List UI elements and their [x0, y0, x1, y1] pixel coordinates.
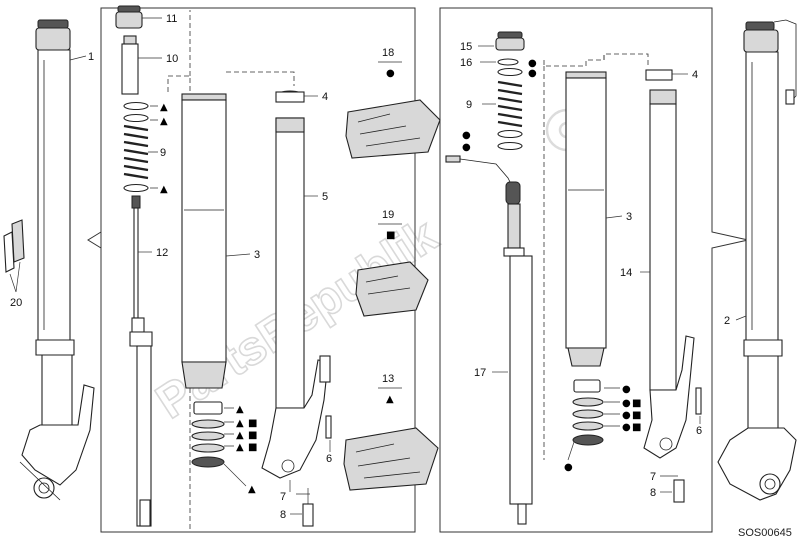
callout-20: 20: [10, 297, 22, 309]
fork-foot-left: [261, 355, 331, 479]
top-cap-15: [495, 31, 525, 51]
svg-text:▲: ▲: [248, 484, 256, 495]
spring-9-right: [497, 80, 523, 128]
callout-3-left: 3: [254, 249, 260, 261]
left-frame-notch: [87, 231, 102, 249]
callout-18: 18: [382, 47, 394, 59]
svg-text:■: ■: [632, 398, 641, 409]
svg-text:●: ●: [564, 462, 573, 473]
callout-3-right: 3: [626, 211, 632, 223]
kit-13: 13 ▲: [343, 373, 439, 491]
callout-10: 10: [166, 53, 178, 65]
washer: [123, 101, 149, 111]
svg-text:▲: ▲: [160, 116, 168, 127]
fork-assembly-1: [19, 19, 95, 501]
callout-11: 11: [166, 13, 177, 25]
callout-19: 19: [382, 209, 394, 221]
seal-stack-left: [191, 401, 225, 468]
outer-tube-14: [649, 89, 677, 391]
washer: [497, 58, 519, 66]
bolt-6-left: [325, 415, 332, 439]
svg-text:■: ■: [248, 442, 257, 453]
bushing-4-right: [645, 69, 673, 81]
bolt-8-left: [302, 503, 314, 527]
diagram-code: SOS00645: [738, 527, 792, 539]
bolt-8-right: [673, 479, 685, 503]
callout-12: 12: [156, 247, 168, 259]
washer: [123, 113, 149, 123]
bolt-6-right: [695, 387, 702, 415]
svg-text:■: ■: [632, 422, 641, 433]
callout-8-left: 8: [280, 509, 286, 521]
washer: [497, 67, 523, 77]
kit-19: 19 ■: [355, 209, 429, 317]
callout-9-right: 9: [466, 99, 472, 111]
svg-text:●: ●: [622, 384, 631, 395]
callout-6-left: 6: [326, 453, 332, 465]
callout-2: 2: [724, 315, 730, 327]
svg-text:■: ■: [632, 410, 641, 421]
callout-14: 14: [620, 267, 632, 279]
washer: [123, 183, 149, 193]
left-frame: [100, 7, 416, 533]
callout-13: 13: [382, 373, 394, 385]
inner-tube-3-left: [181, 93, 227, 389]
callout-7-left: 7: [280, 491, 286, 503]
callout-8-right: 8: [650, 487, 656, 499]
callout-7-right: 7: [650, 471, 656, 483]
svg-text:▲: ▲: [236, 404, 244, 415]
callout-15: 15: [460, 41, 472, 53]
svg-text:●: ●: [528, 68, 537, 79]
cartridge-12: [129, 195, 153, 527]
svg-text:▲: ▲: [160, 102, 168, 113]
callout-17: 17: [474, 367, 486, 379]
spring-9-left: [123, 124, 149, 180]
top-cap-11: [115, 5, 143, 29]
cartridge-17: [445, 155, 533, 525]
callout-5: 5: [322, 191, 328, 203]
svg-text:●: ●: [528, 58, 537, 69]
svg-text:▲: ▲: [160, 184, 168, 195]
callout-4-right: 4: [692, 69, 698, 81]
callout-4-left: 4: [322, 91, 328, 103]
svg-text:●: ●: [386, 68, 395, 79]
inner-tube-3-right: [565, 71, 607, 367]
svg-text:●: ●: [462, 142, 471, 153]
washer: [497, 141, 523, 151]
svg-text:●: ●: [622, 398, 631, 409]
svg-text:■: ■: [248, 418, 257, 429]
kit-18: 18 ●: [345, 47, 441, 159]
svg-text:■: ■: [386, 230, 395, 241]
callout-9-left: 9: [160, 147, 166, 159]
svg-text:●: ●: [622, 410, 631, 421]
seal-stack-right: [572, 379, 604, 446]
svg-text:■: ■: [248, 430, 257, 441]
svg-text:▲: ▲: [386, 394, 394, 405]
fork-assembly-2: [717, 19, 797, 501]
right-frame: [439, 7, 749, 533]
preload-tube-10: [121, 35, 139, 95]
pads-20: [3, 219, 25, 273]
fork-foot-right: [643, 335, 695, 459]
svg-text:▲: ▲: [236, 418, 244, 429]
svg-text:▲: ▲: [236, 430, 244, 441]
callout-16: 16: [460, 57, 472, 69]
washer: [497, 129, 523, 139]
svg-text:●: ●: [462, 130, 471, 141]
svg-text:●: ●: [622, 422, 631, 433]
callout-6-right: 6: [696, 425, 702, 437]
callout-1: 1: [88, 51, 94, 63]
svg-text:▲: ▲: [236, 442, 244, 453]
outer-tube-5: [275, 117, 305, 409]
